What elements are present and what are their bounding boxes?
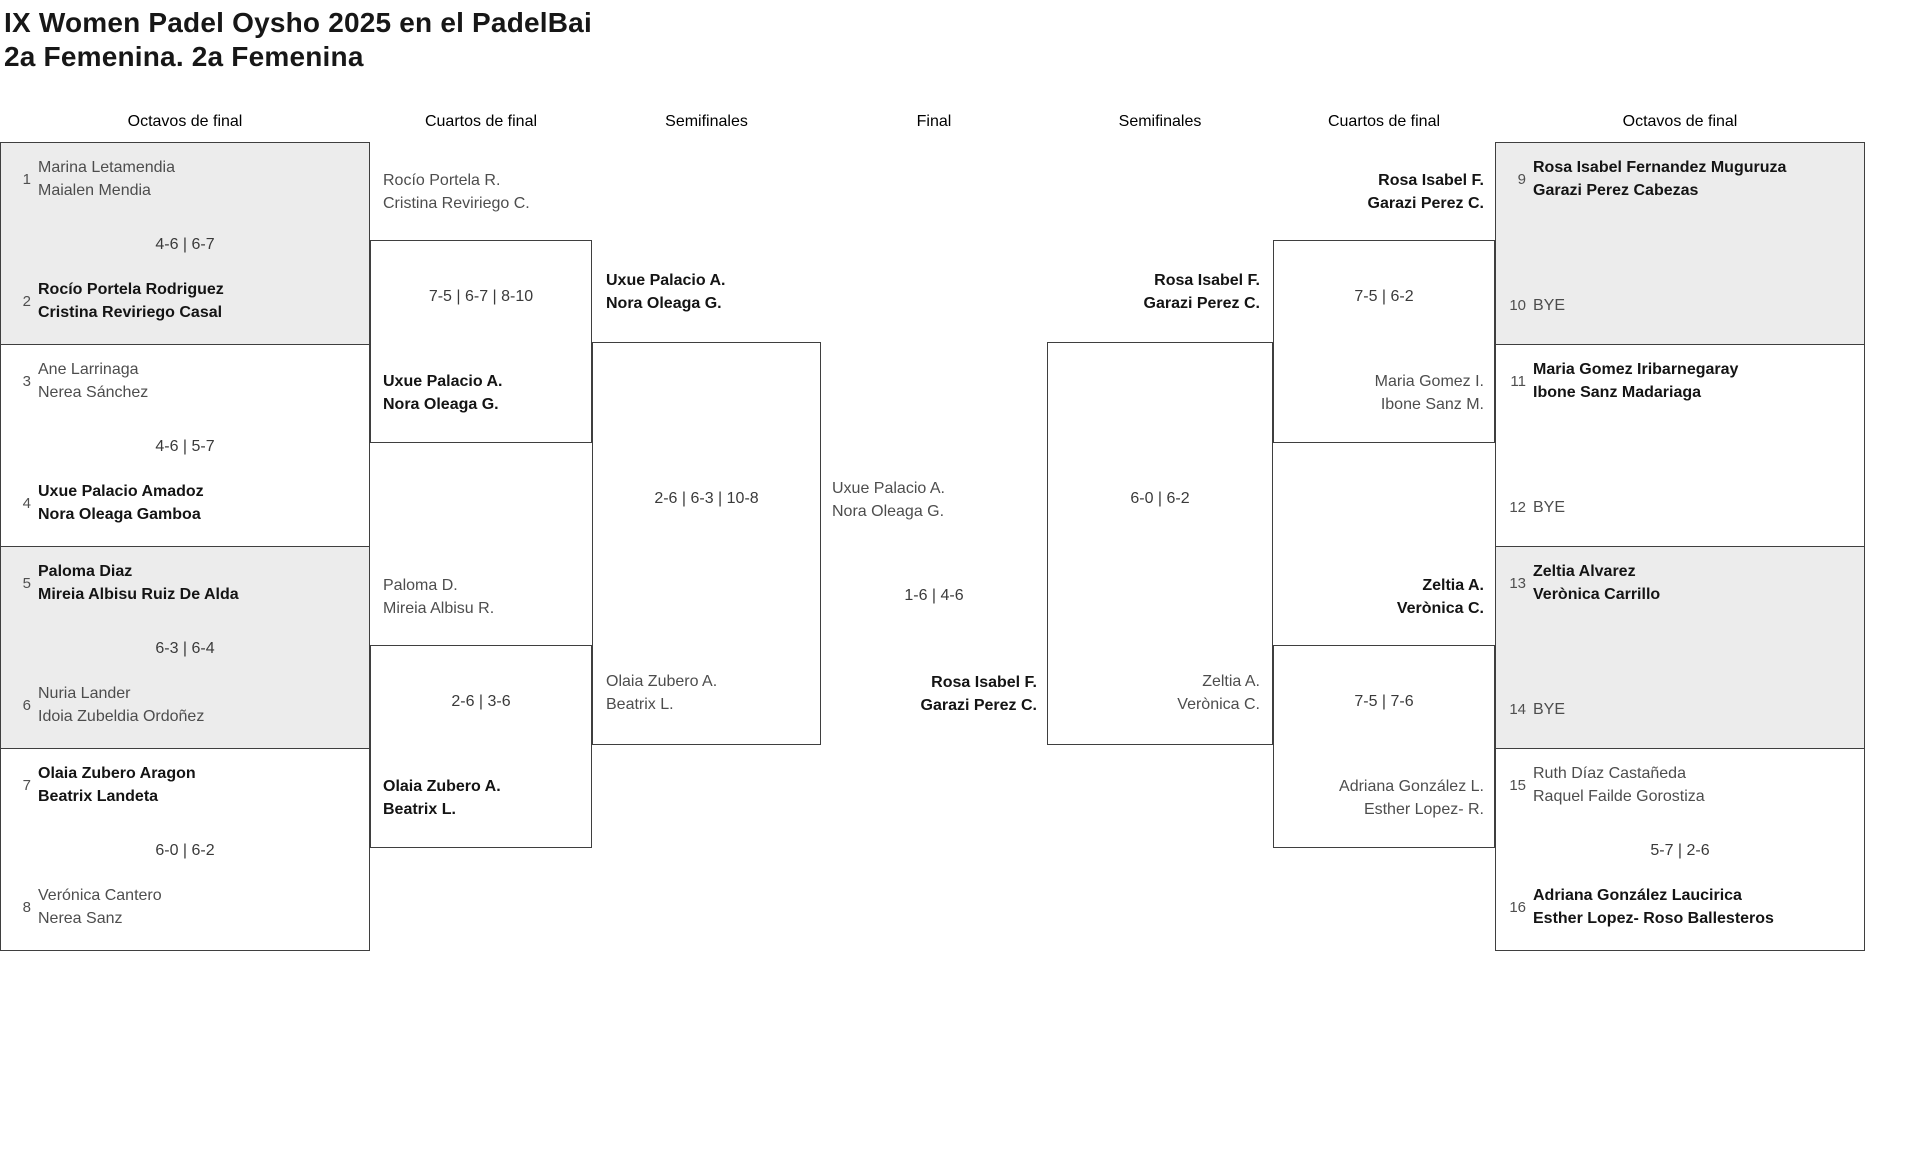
team-names: Verónica Cantero Nerea Sanz xyxy=(38,887,162,927)
team-names: Uxue Palacio Amadoz Nora Oleaga Gamboa xyxy=(38,483,204,523)
match-score: 4-6 | 6-7 xyxy=(155,236,215,253)
team-slot: 13 Zeltia Alvarez Verònica Carrillo xyxy=(1504,560,1660,606)
seed-number: 13 xyxy=(1509,574,1526,592)
seed-number: 3 xyxy=(22,372,31,390)
team-slot: 3 Ane Larrinaga Nerea Sánchez xyxy=(9,358,149,404)
match-score: 2-6 | 3-6 xyxy=(451,693,511,710)
team-slot: 2 Rocío Portela Rodriguez Cristina Revir… xyxy=(9,278,224,324)
seed-number: 5 xyxy=(22,574,31,592)
team-names: Rosa Isabel Fernandez Muguruza Garazi Pe… xyxy=(1533,159,1787,199)
match-octavos-1-2: 1 Marina Letamendia Maialen Mendia 4-6 |… xyxy=(0,142,370,345)
team-slot: 6 Nuria Lander Idoia Zubeldia Ordoñez xyxy=(9,682,205,728)
team-slot: 10 BYE xyxy=(1504,294,1565,317)
team-slot: 16 Adriana González Laucirica Esther Lop… xyxy=(1504,884,1774,930)
seed-number: 8 xyxy=(22,898,31,916)
team-names: Nuria Lander Idoia Zubeldia Ordoñez xyxy=(38,685,205,725)
seed-number: 7 xyxy=(22,776,31,794)
seed-number: 9 xyxy=(1517,170,1526,188)
team-names: Olaia Zubero A. Beatrix L. xyxy=(383,778,501,818)
round-header-cuartos-right: Cuartos de final xyxy=(1327,113,1441,130)
team-names: BYE xyxy=(1533,701,1566,718)
match-cuartos-right-2: Zeltia A. Verònica C. 7-5 | 7-6 Adriana … xyxy=(1273,577,1495,848)
team-slot: 1 Marina Letamendia Maialen Mendia xyxy=(9,156,175,202)
team-names: Uxue Palacio A. Nora Oleaga G. xyxy=(832,480,945,520)
match-semifinal-right: Rosa Isabel F. Garazi Perez C. 6-0 | 6-2… xyxy=(1047,272,1273,745)
seed-number: 2 xyxy=(22,292,31,310)
match-score: 7-5 | 6-7 | 8-10 xyxy=(428,288,534,305)
round-header-octavos-left: Octavos de final xyxy=(127,113,243,130)
match-score: 6-3 | 6-4 xyxy=(155,640,215,657)
team-names: Maria Gomez Iribarnegaray Ibone Sanz Mad… xyxy=(1533,361,1739,401)
team-names: Rosa Isabel F. Garazi Perez C. xyxy=(1367,172,1485,212)
team-slot: 5 Paloma Diaz Mireia Albisu Ruiz De Alda xyxy=(9,560,239,606)
match-score: 6-0 | 6-2 xyxy=(1130,490,1190,507)
team-slot: 12 BYE xyxy=(1504,496,1565,519)
team-names: Zeltia A. Verònica C. xyxy=(1396,577,1484,617)
seed-number: 11 xyxy=(1510,372,1526,390)
team-slot: 15 Ruth Díaz Castañeda Raquel Failde Gor… xyxy=(1504,762,1705,808)
team-slot: 9 Rosa Isabel Fernandez Muguruza Garazi … xyxy=(1504,156,1787,202)
match-score: 2-6 | 6-3 | 10-8 xyxy=(654,490,759,507)
seed-number: 6 xyxy=(22,696,31,714)
seed-number: 15 xyxy=(1509,776,1526,794)
match-octavos-9-10: 9 Rosa Isabel Fernandez Muguruza Garazi … xyxy=(1495,142,1865,345)
team-names: Paloma D. Mireia Albisu R. xyxy=(383,577,495,617)
team-names: Uxue Palacio A. Nora Oleaga G. xyxy=(383,373,503,413)
round-header-semis-right: Semifinales xyxy=(1118,113,1202,130)
team-slot: 7 Olaia Zubero Aragon Beatrix Landeta xyxy=(9,762,196,808)
team-slot: 8 Verónica Cantero Nerea Sanz xyxy=(9,884,162,930)
match-octavos-13-14: 13 Zeltia Alvarez Verònica Carrillo 14 B… xyxy=(1495,546,1865,749)
seed-number: 4 xyxy=(22,494,31,512)
team-names: BYE xyxy=(1533,499,1566,516)
team-names: Paloma Diaz Mireia Albisu Ruiz De Alda xyxy=(38,563,239,603)
match-cuartos-left-1: Rocío Portela R. Cristina Reviriego C. 7… xyxy=(370,172,592,443)
match-cuartos-right-1: Rosa Isabel F. Garazi Perez C. 7-5 | 6-2… xyxy=(1273,172,1495,443)
team-slot: 4 Uxue Palacio Amadoz Nora Oleaga Gamboa xyxy=(9,480,204,526)
page-title: IX Women Padel Oysho 2025 en el PadelBai… xyxy=(4,7,592,72)
seed-number: 12 xyxy=(1509,499,1526,516)
team-names: Uxue Palacio A. Nora Oleaga G. xyxy=(606,272,726,312)
match-cuartos-left-2: Paloma D. Mireia Albisu R. 2-6 | 3-6 Ola… xyxy=(370,577,592,848)
round-header-octavos-right: Octavos de final xyxy=(1622,113,1738,130)
match-octavos-11-12: 11 Maria Gomez Iribarnegaray Ibone Sanz … xyxy=(1495,344,1865,547)
team-names: Adriana González Laucirica Esther Lopez-… xyxy=(1533,887,1774,927)
team-names: Zeltia Alvarez Verònica Carrillo xyxy=(1533,563,1661,603)
team-names: Olaia Zubero A. Beatrix L. xyxy=(606,673,718,713)
match-score: 6-0 | 6-2 xyxy=(155,842,215,859)
team-names: Rocío Portela R. Cristina Reviriego C. xyxy=(383,172,530,212)
team-slot: 14 BYE xyxy=(1504,698,1565,721)
team-names: Maria Gomez I. Ibone Sanz M. xyxy=(1374,373,1484,413)
team-names: Rosa Isabel F. Garazi Perez C. xyxy=(920,674,1038,714)
match-score: 4-6 | 5-7 xyxy=(155,438,215,455)
team-names: Zeltia A. Verònica C. xyxy=(1177,673,1260,713)
match-final: Uxue Palacio A. Nora Oleaga G. 1-6 | 4-6… xyxy=(821,342,1047,745)
team-names: Rosa Isabel F. Garazi Perez C. xyxy=(1143,272,1261,312)
match-semifinal-left: Uxue Palacio A. Nora Oleaga G. 2-6 | 6-3… xyxy=(592,272,821,745)
match-score: 1-6 | 4-6 xyxy=(904,587,964,604)
team-names: Marina Letamendia Maialen Mendia xyxy=(38,159,175,199)
seed-number: 16 xyxy=(1509,898,1526,916)
match-score: 7-5 | 6-2 xyxy=(1354,288,1414,305)
team-slot: 11 Maria Gomez Iribarnegaray Ibone Sanz … xyxy=(1504,358,1738,404)
round-header-final: Final xyxy=(916,113,952,130)
team-names: Ane Larrinaga Nerea Sánchez xyxy=(38,361,149,401)
match-score: 7-5 | 7-6 xyxy=(1354,693,1414,710)
seed-number: 14 xyxy=(1509,701,1526,718)
team-names: Olaia Zubero Aragon Beatrix Landeta xyxy=(38,765,196,805)
match-octavos-5-6: 5 Paloma Diaz Mireia Albisu Ruiz De Alda… xyxy=(0,546,370,749)
seed-number: 1 xyxy=(22,170,31,188)
seed-number: 10 xyxy=(1509,297,1526,314)
match-octavos-15-16: 15 Ruth Díaz Castañeda Raquel Failde Gor… xyxy=(1495,748,1865,951)
round-header-cuartos-left: Cuartos de final xyxy=(424,113,538,130)
team-names: BYE xyxy=(1533,297,1566,314)
match-octavos-3-4: 3 Ane Larrinaga Nerea Sánchez 4-6 | 5-7 … xyxy=(0,344,370,547)
team-names: Ruth Díaz Castañeda Raquel Failde Gorost… xyxy=(1533,765,1705,805)
match-octavos-7-8: 7 Olaia Zubero Aragon Beatrix Landeta 6-… xyxy=(0,748,370,951)
team-names: Rocío Portela Rodriguez Cristina Revirie… xyxy=(38,281,224,321)
round-header-semis-left: Semifinales xyxy=(665,113,748,130)
team-names: Adriana González L. Esther Lopez- R. xyxy=(1339,778,1484,818)
match-score: 5-7 | 2-6 xyxy=(1650,842,1710,859)
